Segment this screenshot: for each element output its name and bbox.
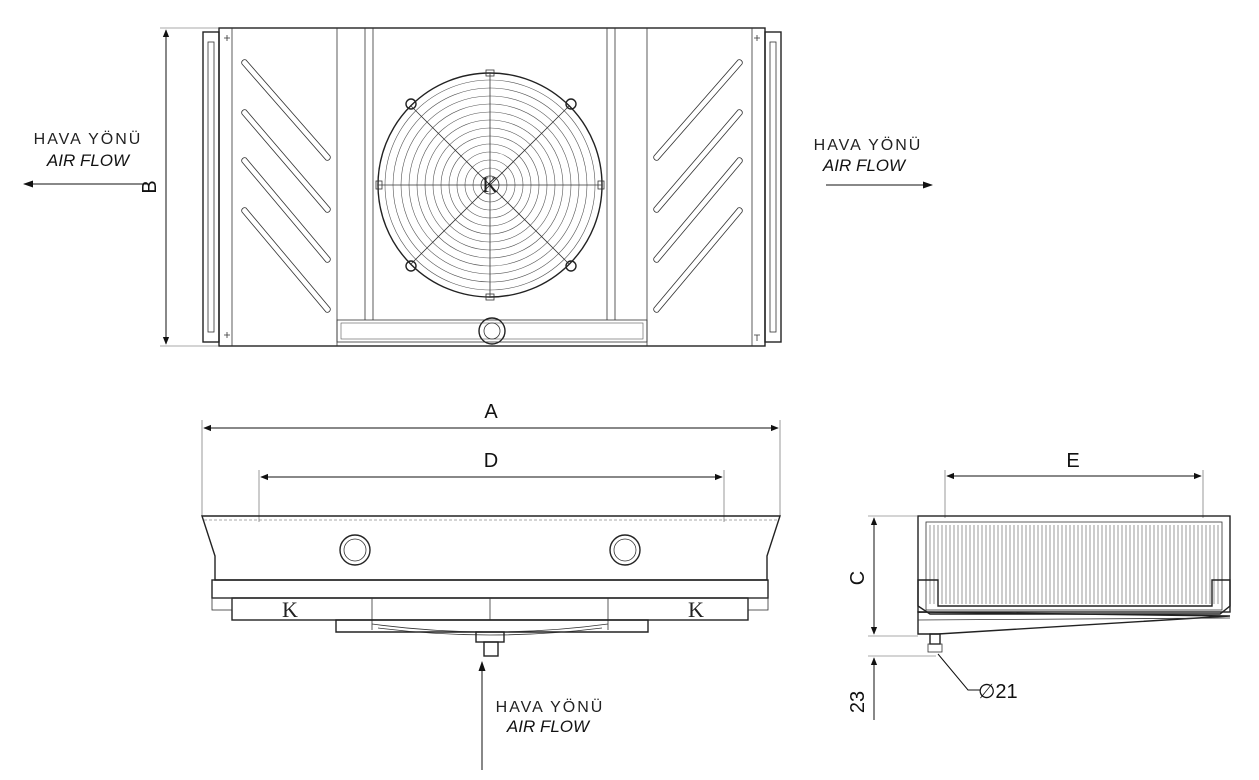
dimension-b <box>160 27 219 347</box>
fan-logo: K <box>482 172 498 197</box>
dimension-a-label: A <box>484 401 498 423</box>
brand-mark-right: K <box>688 597 704 622</box>
left-louvers <box>241 59 331 313</box>
airflow-bottom-tr: HAVA YÖNÜ <box>496 698 605 716</box>
dimension-23-label: 23 <box>847 691 869 713</box>
drain-leader <box>937 653 980 691</box>
top-view: K B HAVA YÖNÜ AIR FLOW HAVA YÖNÜ AIR FLO… <box>23 27 933 347</box>
airflow-right-tr: HAVA YÖNÜ <box>814 136 923 154</box>
airflow-bottom-en: AIR FLOW <box>506 717 591 736</box>
coil-fins <box>929 525 1219 604</box>
right-louvers <box>653 59 743 313</box>
dimension-c-label: C <box>847 571 869 585</box>
brand-mark-left: K <box>282 597 298 622</box>
dimension-d-label: D <box>484 450 498 472</box>
fan-guard <box>375 69 605 301</box>
airflow-left-tr: HAVA YÖNÜ <box>34 130 143 148</box>
airflow-right-en: AIR FLOW <box>822 156 907 175</box>
drain-diameter-label: ∅21 <box>978 681 1018 703</box>
front-view: A D K K HAVA YÖNÜ AIR FLOW <box>201 401 781 770</box>
side-view: E C 23 ∅21 <box>847 450 1231 720</box>
dimension-e-label: E <box>1066 450 1079 472</box>
dimension-b-label: B <box>139 180 161 193</box>
airflow-left-en: AIR FLOW <box>46 151 131 170</box>
